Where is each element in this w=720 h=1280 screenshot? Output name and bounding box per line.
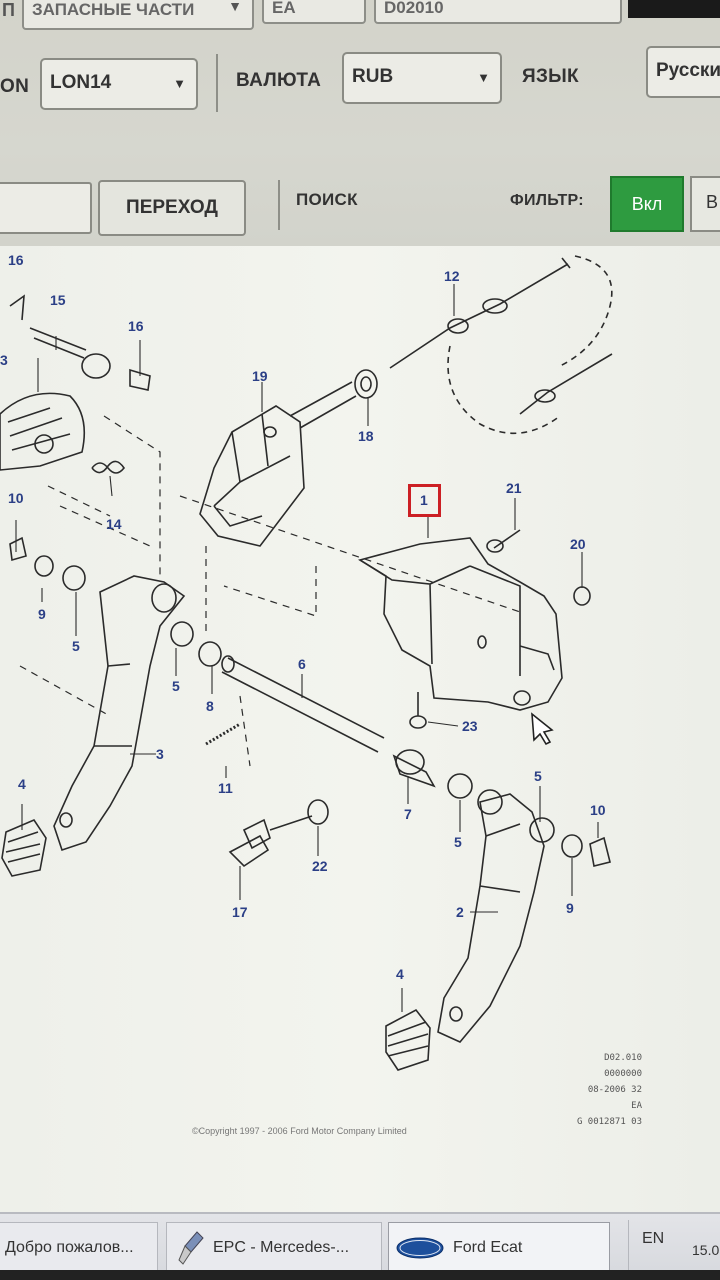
callout-6[interactable]: 6 [298, 656, 306, 672]
callout-14[interactable]: 14 [106, 516, 122, 532]
chevron-down-icon: ▼ [477, 70, 490, 85]
language-select[interactable]: Русски [646, 46, 720, 98]
task-label: Ford Ecat [453, 1239, 523, 1256]
toolbar-area: П ЗАПАСНЫЕ ЧАСТИ ▼ EA D02010 ON LON14 ▼ … [0, 0, 720, 246]
callout-23[interactable]: 23 [462, 718, 478, 734]
currency-label: ВАЛЮТА [236, 70, 322, 91]
callout-17[interactable]: 17 [232, 904, 248, 920]
currency-select[interactable]: RUB ▼ [342, 52, 502, 104]
model-label: ON [0, 76, 30, 97]
input-language[interactable]: EN [642, 1230, 665, 1247]
task-welcome[interactable]: Добро пожалов... [0, 1222, 158, 1274]
stamp-line: D02.010 [604, 1053, 642, 1063]
diagram-lines [0, 255, 613, 1071]
selected-callout-box[interactable] [408, 484, 441, 517]
catalog-dropdown[interactable]: ЗАПАСНЫЕ ЧАСТИ ▼ [22, 0, 254, 30]
callout-3-top[interactable]: 3 [0, 352, 8, 368]
chevron-down-icon: ▼ [173, 76, 186, 91]
callout-5-far-right[interactable]: 5 [534, 768, 542, 784]
drawing-stamp: D02.010 0000000 08-2006 32 EA G 0012871 … [552, 1050, 642, 1130]
task-label: EPC - Mercedes-... [213, 1239, 350, 1256]
callout-3[interactable]: 3 [156, 746, 164, 762]
callout-12[interactable]: 12 [444, 268, 460, 284]
tray-separator [628, 1220, 629, 1276]
callout-10-right[interactable]: 10 [590, 802, 606, 818]
task-epc-mercedes[interactable]: EPC - Mercedes-... [166, 1222, 382, 1274]
row1-left-fragment: П [2, 0, 15, 20]
callout-4-right[interactable]: 4 [396, 966, 404, 982]
callout-20[interactable]: 20 [570, 536, 586, 552]
callout-19[interactable]: 19 [252, 368, 268, 384]
taskbar: Добро пожалов... EPC - Mercedes-... Ford… [0, 1212, 720, 1280]
callout-16[interactable]: 16 [128, 318, 144, 334]
callout-4-left[interactable]: 4 [18, 776, 26, 792]
part-number-input[interactable] [0, 182, 92, 234]
clock[interactable]: 15.0 [692, 1242, 720, 1258]
callout-16-top[interactable]: 16 [8, 252, 24, 268]
callout-1[interactable]: 1 [420, 492, 428, 508]
parts-diagram[interactable]: 16 15 16 3 19 12 18 1 21 20 10 14 9 5 5 … [0, 246, 720, 1212]
stamp-line: EA [631, 1101, 642, 1111]
callout-2[interactable]: 2 [456, 904, 464, 920]
toolbar-row-3: ПЕРЕХОД ПОИСК ФИЛЬТР: Вкл В [0, 170, 720, 240]
callout-9-right[interactable]: 9 [566, 900, 574, 916]
callout-5-right[interactable]: 5 [454, 834, 462, 850]
stamp-line: 0000000 [604, 1069, 642, 1079]
model-select-value: LON14 [50, 72, 112, 93]
callout-10-left[interactable]: 10 [8, 490, 24, 506]
task-label: Добро пожалов... [5, 1239, 134, 1256]
callout-8[interactable]: 8 [206, 698, 214, 714]
screen-bezel [0, 1270, 720, 1280]
callout-11[interactable]: 11 [218, 780, 233, 796]
ford-logo-icon [395, 1237, 445, 1259]
section-field-value: D02010 [384, 0, 444, 17]
callout-21[interactable]: 21 [506, 480, 522, 496]
callout-5-mid[interactable]: 5 [172, 678, 180, 694]
filter-off-button[interactable]: В [690, 176, 720, 232]
separator [216, 54, 218, 112]
toolbar-row-2: ON LON14 ▼ ВАЛЮТА RUB ▼ ЯЗЫК Русски [0, 46, 720, 120]
model-select[interactable]: LON14 ▼ [40, 58, 198, 110]
callout-18[interactable]: 18 [358, 428, 374, 444]
callout-9-left[interactable]: 9 [38, 606, 46, 622]
region-field[interactable]: EA [262, 0, 366, 24]
catalog-dropdown-value: ЗАПАСНЫЕ ЧАСТИ [32, 0, 195, 19]
window-corner [628, 0, 720, 18]
copyright-text: ©Copyright 1997 - 2006 Ford Motor Compan… [192, 1126, 407, 1136]
stamp-line: 08-2006 32 [587, 1085, 642, 1095]
filter-on-button[interactable]: Вкл [610, 176, 684, 232]
callout-15[interactable]: 15 [50, 292, 66, 308]
goto-button[interactable]: ПЕРЕХОД [98, 180, 246, 236]
search-label[interactable]: ПОИСК [296, 190, 358, 209]
callout-5-left[interactable]: 5 [72, 638, 80, 654]
callout-7[interactable]: 7 [404, 806, 412, 822]
section-field[interactable]: D02010 [374, 0, 622, 24]
region-field-value: EA [272, 0, 296, 17]
stamp-line: G 0012871 03 [576, 1117, 642, 1127]
language-select-value: Русски [656, 60, 720, 81]
spark-plug-icon [177, 1230, 205, 1266]
separator [278, 180, 280, 230]
toolbar-row-1: П ЗАПАСНЫЕ ЧАСТИ ▼ EA D02010 [0, 0, 720, 34]
task-ford-ecat[interactable]: Ford Ecat [388, 1222, 610, 1274]
chevron-down-icon: ▼ [228, 0, 242, 14]
currency-select-value: RUB [352, 66, 394, 87]
filter-label: ФИЛЬТР: [510, 192, 584, 209]
callout-22[interactable]: 22 [312, 858, 328, 874]
language-label: ЯЗЫК [522, 66, 579, 87]
